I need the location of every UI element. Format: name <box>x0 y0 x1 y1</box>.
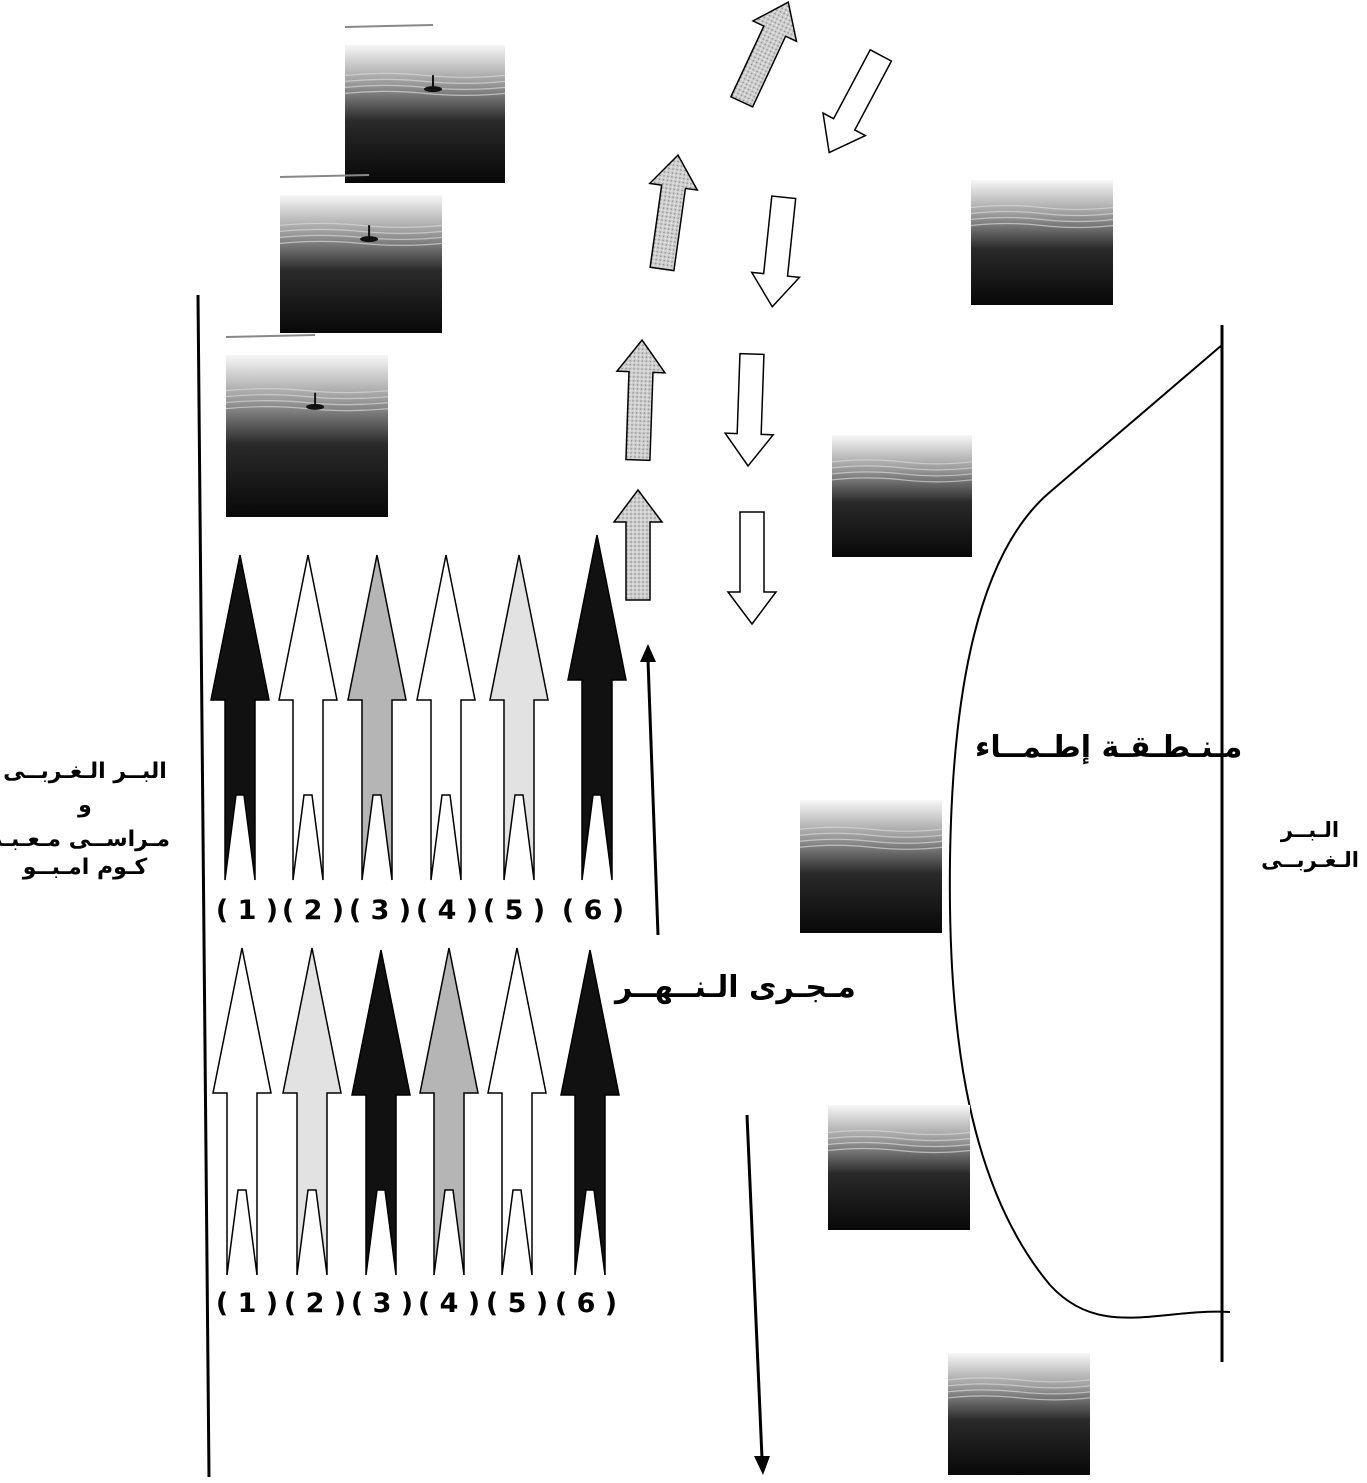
water-image-3 <box>225 334 389 517</box>
water-image-1 <box>344 24 506 183</box>
left-bank-line-4: كـوم امـبــو <box>22 855 148 880</box>
upstream-block-arrow-3 <box>648 153 699 272</box>
upstream-block-arrow-4 <box>729 1 798 108</box>
row1-number-6: ( 6 ) <box>561 895 625 926</box>
row2-number-3: ( 3 ) <box>350 1288 414 1319</box>
left-bank-line-2: و <box>78 793 92 818</box>
upstream-block-arrow-1 <box>612 488 664 601</box>
row1-number-1: ( 1 ) <box>215 895 279 926</box>
right-bank-line-2: الـغـربــى <box>1261 848 1359 872</box>
silt-zone-label: مـنـطـقـة إطـمــاء <box>975 730 1243 765</box>
water-image-7 <box>827 1105 971 1230</box>
silt-zone-boundary <box>948 344 1231 1319</box>
water-image-6 <box>799 800 943 933</box>
downstream-block-arrow-2 <box>723 352 775 468</box>
downstream-block-arrow-3 <box>750 195 802 308</box>
water-image-2 <box>279 174 443 333</box>
row2-number-4: ( 4 ) <box>417 1288 481 1319</box>
boat-arrow-row2-6 <box>560 949 620 1276</box>
right-bank-label: الـبــر الـغـربــى <box>1255 815 1365 875</box>
water-image-8 <box>947 1353 1091 1475</box>
downstream-block-arrow-4 <box>822 48 893 154</box>
downstream-block-arrow-1 <box>726 511 778 626</box>
row2-number-5: ( 5 ) <box>485 1288 549 1319</box>
row2-number-1: ( 1 ) <box>215 1288 279 1319</box>
boat-arrow-row1-1 <box>210 554 270 881</box>
boat-arrow-row1-5 <box>489 554 549 881</box>
upstream-flow-line <box>646 659 660 936</box>
boat-arrow-row1-3 <box>347 554 407 881</box>
left-bank-line <box>196 294 211 1478</box>
river-course-label: مـجـرى الـنــهــر <box>615 970 856 1005</box>
left-bank-line-1: البــر الـغـربــى <box>3 759 167 784</box>
boat-arrow-row2-1 <box>212 947 272 1276</box>
row1-number-3: ( 3 ) <box>348 895 412 926</box>
upstream-flow-arrowhead <box>640 644 656 662</box>
left-bank-line-3: مـراســى مـعـبـد <box>0 827 170 852</box>
downstream-flow-line <box>745 1114 764 1459</box>
row2-number-2: ( 2 ) <box>283 1288 347 1319</box>
right-bank-line-1: الـبــر <box>1280 818 1340 842</box>
left-bank-label: البــر الـغـربــى و مـراســى مـعـبـد كـو… <box>0 755 170 885</box>
boat-arrow-row2-4 <box>419 947 479 1276</box>
boat-arrow-row1-6 <box>567 534 627 881</box>
row1-number-2: ( 2 ) <box>281 895 345 926</box>
row2-numbers: ( 1 ) ( 2 ) ( 3 ) ( 4 ) ( 5 ) ( 6 ) <box>0 1288 700 1328</box>
row1-number-5: ( 5 ) <box>482 895 546 926</box>
downstream-flow-arrowhead <box>754 1456 770 1475</box>
water-image-4 <box>970 180 1114 305</box>
upstream-block-arrow-2 <box>615 338 667 462</box>
boat-arrow-row2-5 <box>487 947 547 1276</box>
row1-number-4: ( 4 ) <box>415 895 479 926</box>
boat-arrow-row1-2 <box>278 554 338 881</box>
boat-arrow-row1-4 <box>416 554 476 881</box>
boat-arrow-row2-3 <box>351 949 411 1276</box>
row1-numbers: ( 1 ) ( 2 ) ( 3 ) ( 4 ) ( 5 ) ( 6 ) <box>0 895 700 935</box>
water-image-5 <box>831 435 973 557</box>
row2-number-6: ( 6 ) <box>554 1288 618 1319</box>
boat-arrow-row2-2 <box>282 947 342 1276</box>
